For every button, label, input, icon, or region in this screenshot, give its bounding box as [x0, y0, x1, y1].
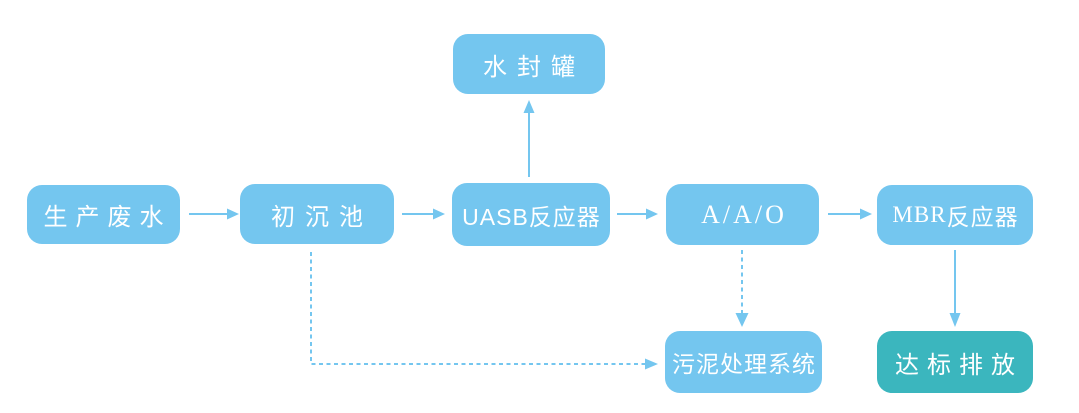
node-aao-process-label: A/A/O — [701, 199, 787, 229]
arrow-uasb-to-aao — [617, 208, 658, 220]
node-standard-discharge-label: 达标排放 — [895, 351, 1023, 379]
node-uasb-reactor: UASB反应器 — [452, 183, 610, 246]
arrow-mbr-to-discharge — [949, 250, 961, 327]
node-primary-sedimentation-tank-label: 初沉池 — [271, 203, 373, 231]
arrow-aao-to-mbr — [828, 208, 872, 220]
arrow-primary-to-sludge-dashed — [310, 252, 658, 370]
node-sludge-treatment-system-label: 污泥处理系统 — [672, 351, 816, 377]
arrow-uasb-to-waterseal — [523, 100, 535, 177]
node-production-wastewater-label: 生产废水 — [43, 204, 172, 231]
arrow-aao-to-sludge-dashed — [735, 250, 749, 327]
node-primary-sedimentation-tank: 初沉池 — [240, 184, 394, 244]
arrow-primary-to-uasb — [402, 208, 445, 220]
node-water-seal-tank-label: 水封罐 — [483, 53, 585, 81]
node-water-seal-tank: 水封罐 — [453, 34, 605, 94]
node-mbr-reactor-label-cjk: 反应器 — [946, 204, 1019, 230]
node-sludge-treatment-system: 污泥处理系统 — [665, 331, 822, 393]
node-production-wastewater: 生产废水 — [27, 185, 180, 244]
arrow-production-to-primary — [189, 208, 239, 220]
node-standard-discharge: 达标排放 — [877, 331, 1033, 393]
node-mbr-reactor-label-latin: MBR — [892, 202, 947, 227]
node-uasb-reactor-label: UASB反应器 — [462, 203, 601, 230]
node-aao-process: A/A/O — [666, 184, 819, 245]
